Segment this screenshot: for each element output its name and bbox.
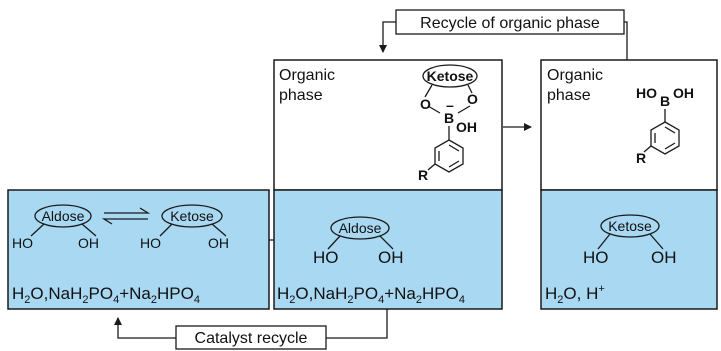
aldose-label-2: Aldose (339, 220, 382, 236)
aqueous-phase-box-2 (273, 189, 503, 310)
boronic-boron: B (660, 93, 670, 109)
organic-recycle-label: Recycle of organic phase (420, 15, 600, 32)
ketose-ho-3: HO (583, 248, 609, 267)
buffer-label-1: H2O,NaH2PO4+Na2HPO4 (12, 284, 200, 306)
equilibrium-arrows (101, 207, 151, 225)
aldose-ellipse-1 (34, 204, 92, 228)
organic-phase-label-3a: Organic (547, 67, 603, 84)
ketose-label-1: Ketose (170, 208, 214, 224)
buffer-label-2: H2O,NaH2PO4+Na2HPO4 (277, 284, 465, 306)
ester-oh: OH (456, 119, 477, 135)
ketose-ellipse-2 (422, 64, 478, 88)
ketose-ellipse-1 (161, 204, 223, 228)
organic-recycle-label-box (395, 9, 625, 35)
organic-phase-box-2 (273, 59, 503, 191)
aldose-bond-2 (327, 235, 394, 250)
ester-boron: B (444, 110, 454, 126)
aldose-oh-2: OH (378, 248, 404, 267)
boronic-oh: OH (673, 85, 694, 101)
r-group-2: R (418, 167, 428, 183)
r-group-3: R (636, 150, 646, 166)
ketose-label-2: Ketose (427, 68, 474, 84)
ketose-label-3: Ketose (608, 218, 652, 234)
aldose-ho-1: HO (12, 235, 33, 251)
catalyst-recycle-label-box (175, 325, 327, 350)
ester-bonds (424, 84, 473, 114)
organic-phase-label-2b: phase (279, 87, 323, 104)
ester-minus: – (446, 97, 454, 113)
organic-phase-box-3 (540, 59, 718, 191)
ketose-bond-1 (159, 223, 227, 237)
ester-o-left: O (420, 96, 431, 112)
aqueous-label-3: H2O, H+ (545, 283, 605, 306)
aldose-label-1: Aldose (42, 208, 85, 224)
boronic-ho: HO (636, 85, 657, 101)
organic-phase-label-3b: phase (547, 87, 591, 104)
ketose-oh-3: OH (651, 248, 677, 267)
catalyst-recycle-label: Catalyst recycle (195, 330, 308, 347)
phenyl-ring-3 (643, 121, 680, 155)
aldose-ellipse-2 (330, 216, 390, 240)
ketose-bond-3 (597, 233, 664, 250)
ketose-ho-1: HO (140, 235, 161, 251)
aldose-bond-1 (30, 223, 97, 237)
aldose-oh-1: OH (78, 235, 99, 251)
ketose-oh-1: OH (208, 235, 229, 251)
aqueous-phase-box-1 (7, 189, 270, 310)
phenyl-ring-2 (427, 139, 464, 173)
aldose-ho-2: HO (313, 248, 339, 267)
organic-phase-label-2a: Organic (279, 67, 335, 84)
ester-o-right: O (467, 91, 478, 107)
aqueous-phase-box-3 (540, 189, 718, 310)
ketose-ellipse-3 (600, 214, 660, 238)
